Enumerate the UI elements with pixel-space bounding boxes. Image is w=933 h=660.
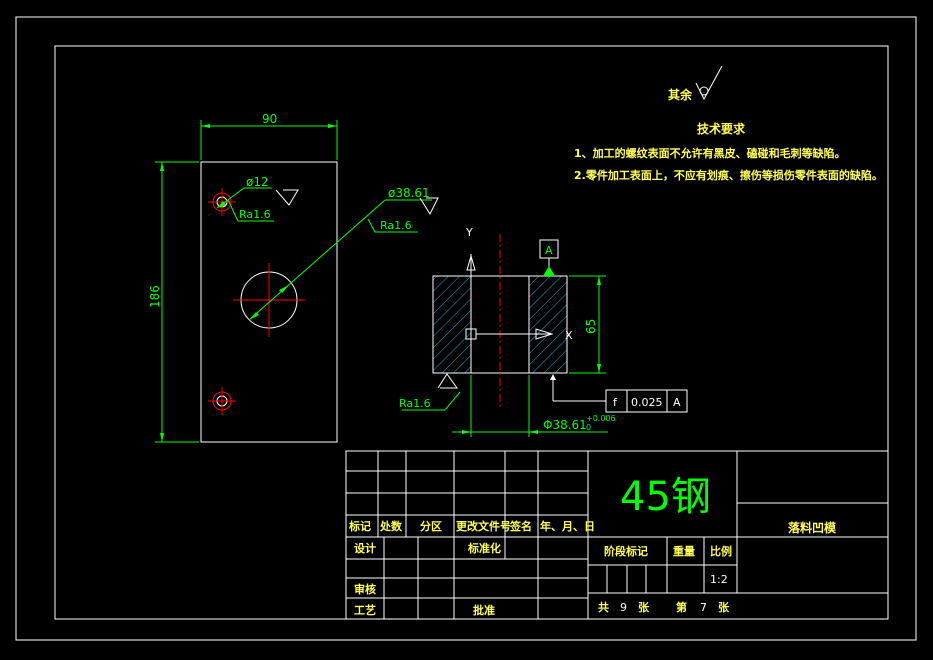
tb-part-name: 落料凹模 xyxy=(788,520,837,535)
tb-process: 工艺 xyxy=(354,603,376,617)
tb-num-prefix: 第 xyxy=(676,600,687,614)
axis-x-label: X xyxy=(565,329,573,342)
title-block: 标记 处数 分区 更改文件号 签名 年、月、日 设计 标准化 审核 工艺 批准 … xyxy=(345,450,889,620)
tech-line-2: 2.零件加工表面上，不应有划痕、擦伤等损伤零件表面的缺陷。 xyxy=(574,168,883,182)
tb-total-suffix: 张 xyxy=(638,600,650,614)
finish-side: Ra1.6 xyxy=(399,397,431,410)
tech-title: 技术要求 xyxy=(697,121,746,136)
dim-small-hole: ø12 xyxy=(246,175,269,189)
tolerance-value: 0.025 xyxy=(631,396,663,409)
tolerance-symbol: f xyxy=(613,396,618,409)
tb-num: 7 xyxy=(700,601,707,614)
tb-design: 设计 xyxy=(354,541,376,555)
tb-scale-label: 比例 xyxy=(710,544,732,558)
datum-label: A xyxy=(545,244,553,257)
tb-total: 9 xyxy=(620,601,627,614)
tech-line-1: 1、加工的螺纹表面不允许有黑皮、磕碰和毛刺等缺陷。 xyxy=(574,146,846,160)
tb-stage: 阶段标记 xyxy=(604,544,648,558)
dim-bore-tol-upper: +0.006 xyxy=(586,414,616,423)
finish-big-hole: Ra1.6 xyxy=(380,219,412,232)
tolerance-datum: A xyxy=(673,396,681,409)
dim-thickness: 65 xyxy=(584,319,598,334)
dim-width: 90 xyxy=(262,112,277,126)
tb-standard: 标准化 xyxy=(467,541,501,555)
technical-requirements: 技术要求 1、加工的螺纹表面不允许有黑皮、磕碰和毛刺等缺陷。 2.零件加工表面上… xyxy=(574,121,883,182)
tb-date: 年、月、日 xyxy=(540,519,595,533)
tb-sign: 签名 xyxy=(509,519,532,533)
section-hatch-right xyxy=(528,275,568,374)
tb-scale: 1:2 xyxy=(710,573,728,586)
tolerance-frame xyxy=(605,389,688,413)
tb-material: 45钢 xyxy=(620,474,711,520)
dim-bore: Φ38.61 xyxy=(543,418,587,432)
axis-y-label: Y xyxy=(465,226,473,239)
tb-count: 处数 xyxy=(379,519,403,533)
outer-border xyxy=(15,16,917,641)
section-view: A Y X 65 Ra1.6 Φ38.61 +0.006 0 xyxy=(399,226,688,437)
tb-mark: 标记 xyxy=(348,519,371,533)
tb-doc: 更改文件号 xyxy=(456,519,511,533)
section-hatch-left xyxy=(432,275,472,374)
dim-big-hole: ø38.61 xyxy=(388,186,430,200)
tb-num-suffix: 张 xyxy=(718,600,730,614)
tb-approve: 批准 xyxy=(473,603,495,617)
roughness-other-label: 其余 xyxy=(668,87,693,102)
tb-zone: 分区 xyxy=(420,519,442,533)
dim-height: 186 xyxy=(148,285,162,308)
dim-bore-tol-lower: 0 xyxy=(586,423,591,432)
tb-total-prefix: 共 xyxy=(598,600,609,614)
tb-weight: 重量 xyxy=(673,544,695,558)
tb-review: 审核 xyxy=(354,582,376,596)
finish-small-hole: Ra1.6 xyxy=(239,208,271,221)
roughness-other-symbol: 其余 xyxy=(668,65,723,102)
front-view: 90 186 ø12 Ra1.6 ø38.61 Ra1.6 xyxy=(148,112,439,443)
